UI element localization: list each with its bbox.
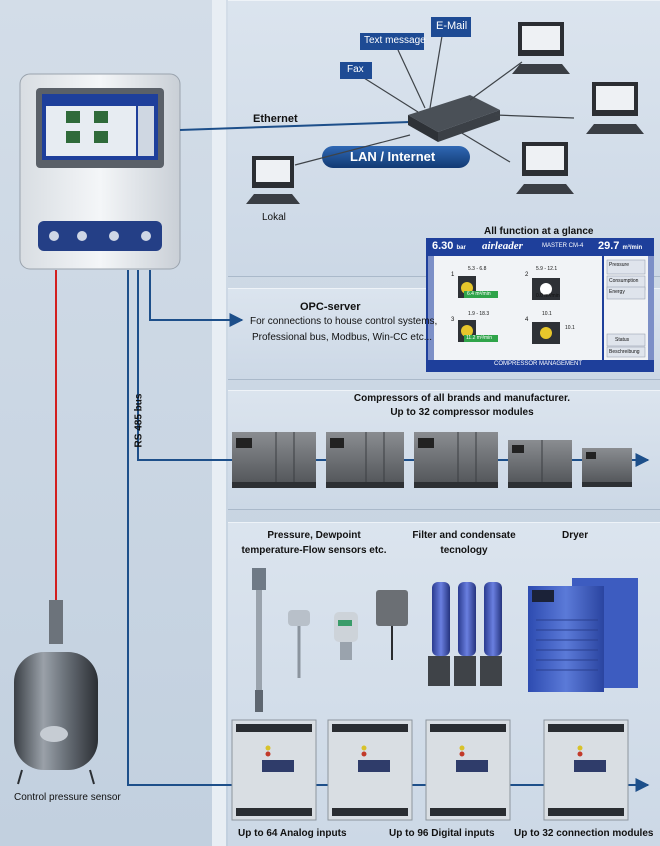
screen-id-4: 4 bbox=[525, 317, 529, 323]
module-connection-label: Up to 32 connection modules bbox=[514, 828, 654, 839]
lan-internet-label: LAN / Internet bbox=[350, 149, 436, 164]
control-cabinet bbox=[19, 73, 181, 270]
screen-id-3: 3 bbox=[451, 317, 455, 323]
tank-label: Control pressure sensor bbox=[14, 792, 121, 803]
airleader-screen bbox=[426, 238, 654, 372]
text-message-label: Text message bbox=[364, 35, 426, 46]
screen-side-2[interactable]: Consumption bbox=[609, 278, 639, 284]
screen-id-1: 1 bbox=[451, 272, 455, 278]
network-graphics bbox=[246, 17, 644, 204]
opc-line-2: Professional bus, Modbus, Win-CC etc... bbox=[252, 332, 433, 343]
sensors-title-2: temperature-Flow sensors etc. bbox=[241, 545, 387, 556]
screen-value-4: 10.1 bbox=[565, 325, 575, 331]
screen-value-2: 0.0 m³/min bbox=[536, 293, 560, 299]
compressors-line-2: Up to 32 compressor modules bbox=[390, 407, 534, 418]
dryer-unit bbox=[528, 578, 638, 692]
ethernet-label: Ethernet bbox=[253, 113, 298, 125]
filter-title-2: tecnology bbox=[440, 545, 488, 556]
screen-side-4[interactable]: Status bbox=[615, 337, 630, 343]
io-modules bbox=[231, 719, 629, 821]
screen-heading: All function at a glance bbox=[484, 226, 594, 237]
dryer-title: Dryer bbox=[562, 530, 589, 541]
ethernet-line bbox=[179, 121, 411, 131]
opc-line-1: For connections to house control systems… bbox=[250, 316, 438, 327]
screen-pressure: 6.30 bar bbox=[432, 240, 466, 252]
sensors-title-1: Pressure, Dewpoint bbox=[267, 530, 361, 541]
screen-side-3[interactable]: Energy bbox=[609, 289, 625, 295]
screen-brand: airleader bbox=[482, 240, 523, 252]
sensor-devices bbox=[252, 568, 408, 712]
screen-range-1: 5.3 - 6.8 bbox=[468, 266, 487, 272]
rs485-label: RS 485 bus bbox=[133, 393, 145, 448]
opc-line bbox=[149, 270, 244, 327]
divider bbox=[212, 0, 226, 846]
screen-footer: COMPRESSOR MANAGEMENT bbox=[494, 361, 583, 367]
screen-range-2: 5.9 - 12.1 bbox=[536, 266, 558, 272]
screen-range-4: 10.1 bbox=[542, 311, 552, 317]
screen-side-1[interactable]: Pressure bbox=[609, 262, 630, 268]
opc-title: OPC-server bbox=[300, 301, 361, 313]
screen-range-3: 1.9 - 18.3 bbox=[468, 311, 490, 317]
screen-side-5[interactable]: Beschreibung bbox=[609, 349, 640, 355]
lokal-label: Lokal bbox=[262, 212, 286, 223]
pressure-tank bbox=[14, 600, 98, 785]
module-digital-label: Up to 96 Digital inputs bbox=[389, 828, 495, 839]
email-label: E-Mail bbox=[436, 20, 468, 32]
fax-label: Fax bbox=[347, 64, 364, 75]
screen-flow: 29.7 m³/min bbox=[598, 240, 643, 252]
module-analog-label: Up to 64 Analog inputs bbox=[238, 828, 347, 839]
compressors-line-1: Compressors of all brands and manufactur… bbox=[353, 393, 571, 404]
screen-id-2: 2 bbox=[525, 272, 529, 278]
filter-title-1: Filter and condensate bbox=[412, 530, 516, 541]
screen-model: MASTER CM-4 bbox=[542, 243, 584, 249]
filter-units bbox=[428, 582, 502, 686]
screen-value-3: 11.2 m³/min bbox=[466, 335, 493, 341]
pc-icons bbox=[246, 22, 644, 204]
compressor-units bbox=[232, 432, 632, 488]
screen-value-1: 6.4 m³/min bbox=[467, 291, 491, 297]
